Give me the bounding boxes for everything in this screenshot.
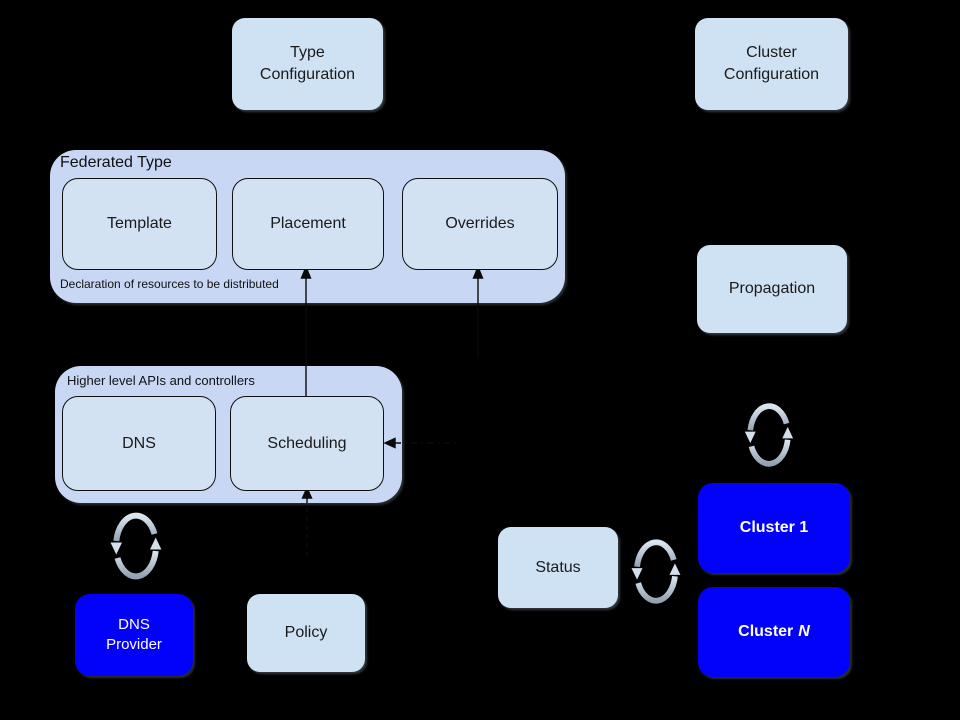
propagation-box: Propagation	[697, 245, 847, 333]
sync-icon	[628, 534, 684, 609]
cluster-configuration-box: Cluster Configuration	[695, 18, 848, 110]
type-configuration-box: Type Configuration	[232, 18, 383, 110]
status-box: Status	[498, 527, 618, 608]
cluster-1-box: Cluster 1	[698, 483, 850, 573]
federated-type-caption: Declaration of resources to be distribut…	[60, 277, 279, 291]
policy-box: Policy	[247, 594, 365, 672]
dns-provider-box: DNS Provider	[75, 594, 193, 676]
dns-box: DNS	[62, 396, 216, 491]
federated-type-title: Federated Type	[60, 154, 172, 171]
placement-box: Placement	[232, 178, 384, 270]
cluster-n-italic-suffix: N	[798, 623, 810, 641]
overrides-box: Overrides	[402, 178, 558, 270]
cluster-n-label: Cluster	[738, 623, 794, 641]
scheduling-box: Scheduling	[230, 396, 384, 491]
sync-icon	[742, 398, 796, 472]
sync-icon	[108, 507, 164, 585]
higher-apis-title: Higher level APIs and controllers	[67, 373, 255, 388]
template-box: Template	[62, 178, 217, 270]
cluster-n-box: Cluster N	[698, 587, 850, 677]
